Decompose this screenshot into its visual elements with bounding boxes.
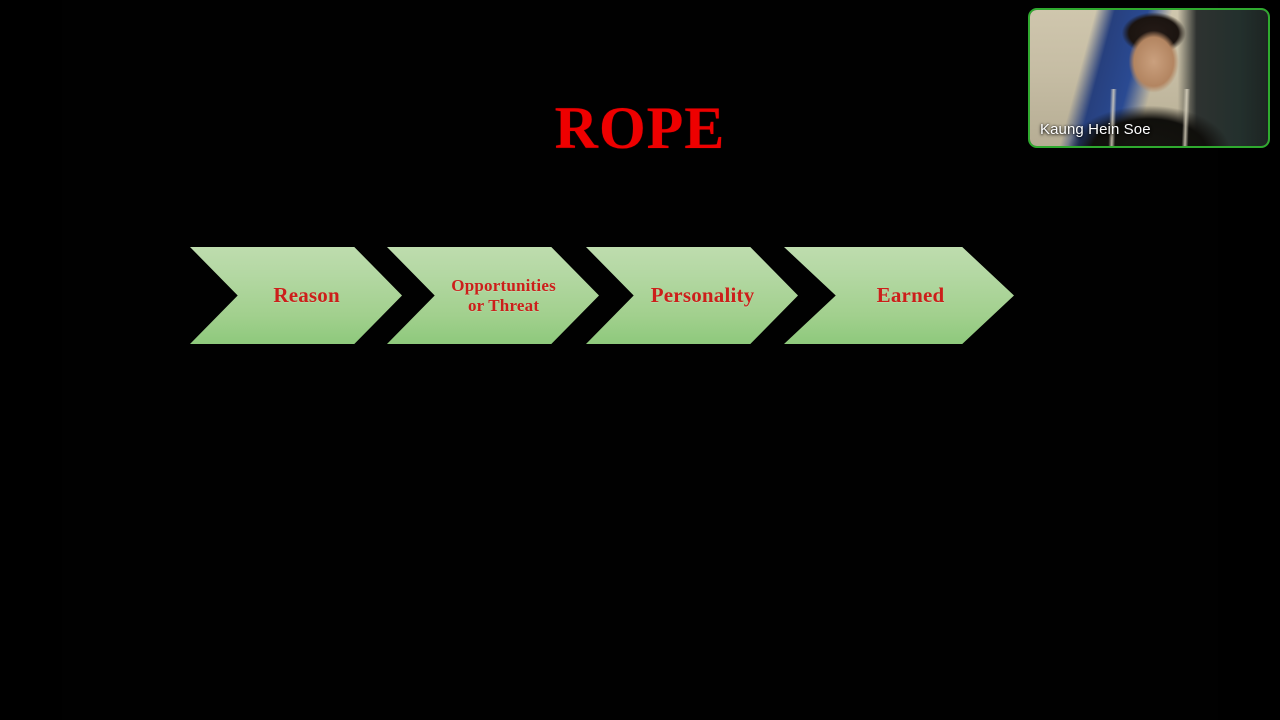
- chevron-step-4-label: Earned: [876, 282, 945, 307]
- slide-title: ROPE: [554, 95, 726, 161]
- chevron-step-3: Personality: [586, 247, 798, 344]
- participant-video-feed: [1030, 10, 1268, 146]
- chevron-step-3-label: Personality: [650, 282, 755, 307]
- chevron-step-1-label: Reason: [273, 282, 340, 307]
- chevron-step-1: Reason: [190, 247, 402, 344]
- chevron-step-4: Earned: [784, 247, 1014, 344]
- participant-name-label: Kaung Hein Soe: [1040, 121, 1151, 138]
- letterbox-pillar-left: [0, 0, 62, 720]
- participant-video-tile[interactable]: Kaung Hein Soe: [1028, 8, 1270, 148]
